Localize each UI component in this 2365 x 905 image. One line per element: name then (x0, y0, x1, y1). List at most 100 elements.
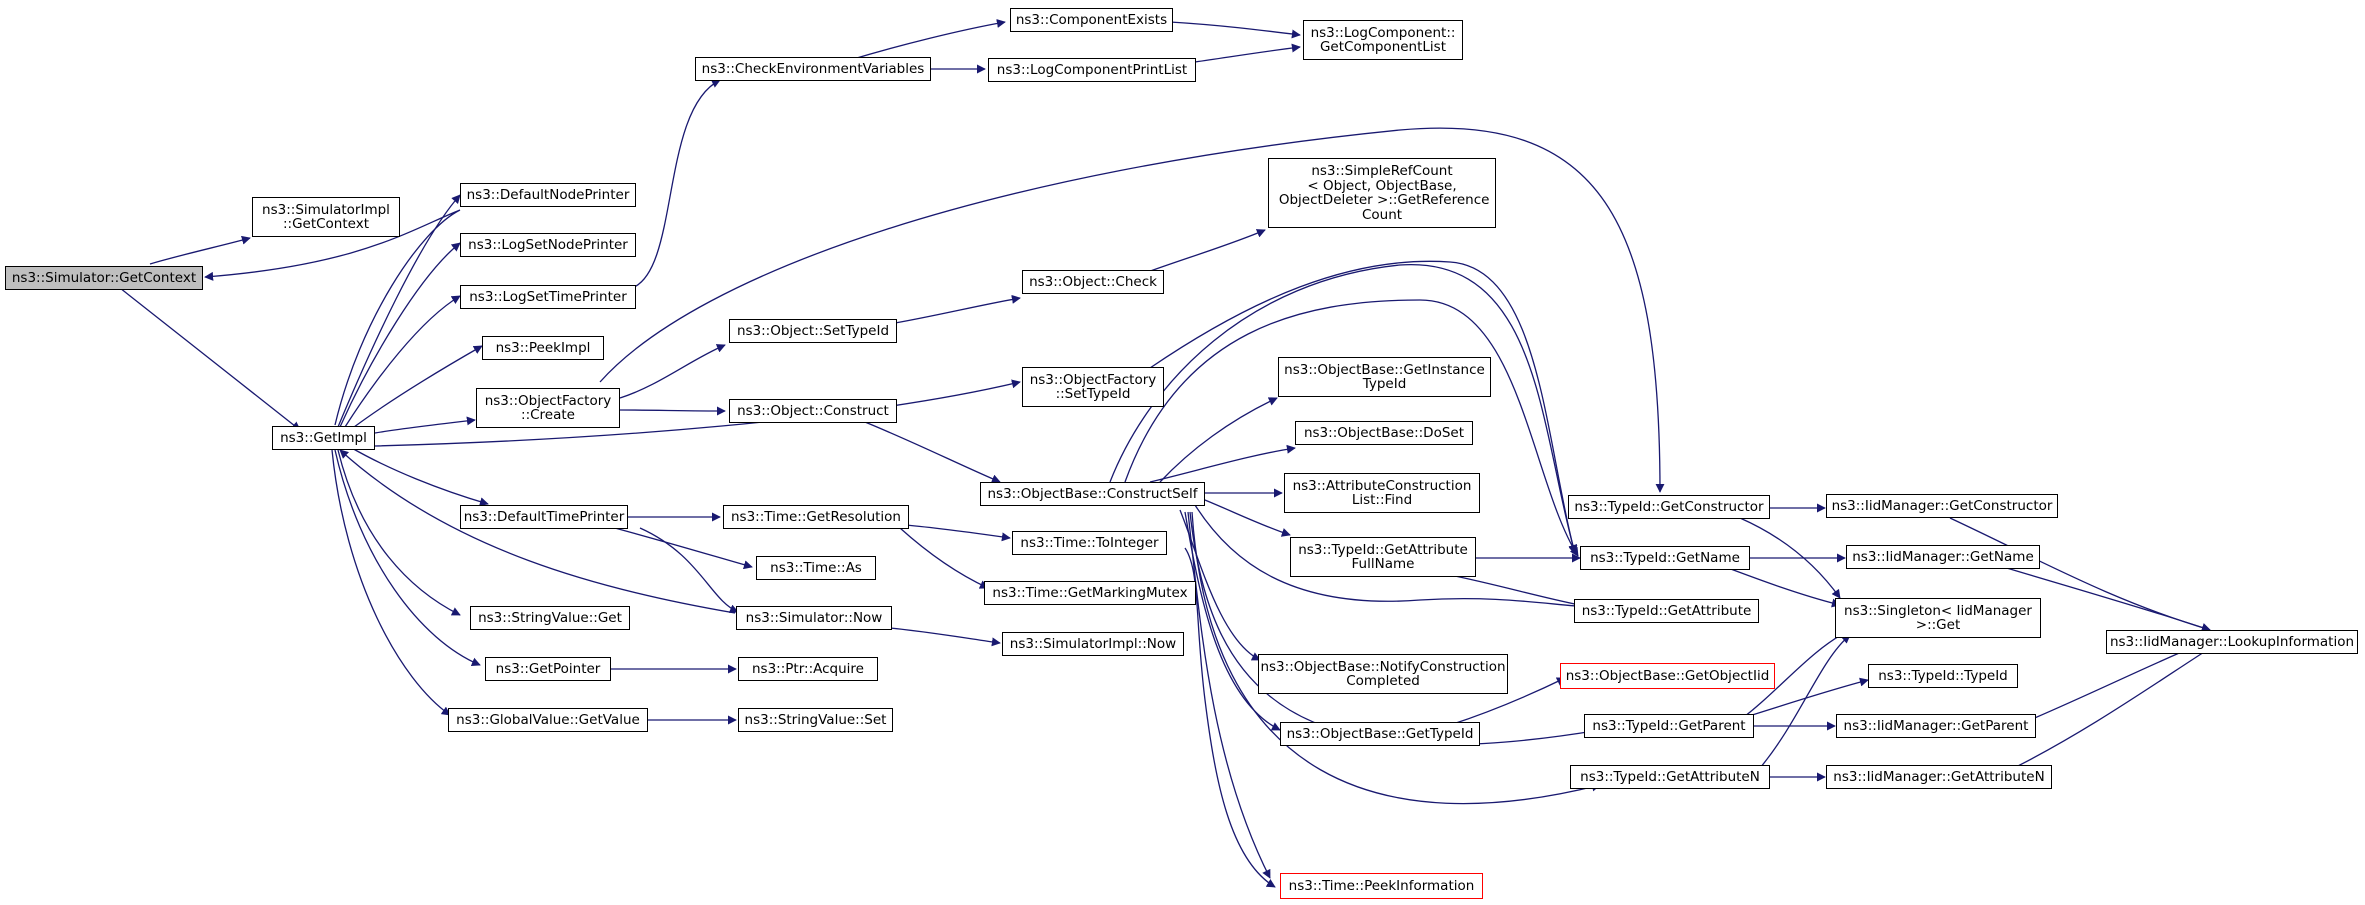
node-attribute-construction-list-find[interactable]: ns3::AttributeConstruction List::Find (1284, 473, 1480, 513)
edge-getimpl-objectfactorysettypeid (374, 379, 1021, 447)
edge-dtp-timeas (599, 523, 753, 570)
node-type-id-get-attribute-n[interactable]: ns3::TypeId::GetAttributeN (1570, 765, 1770, 789)
node-log-set-time-printer[interactable]: ns3::LogSetTimePrinter (460, 285, 636, 309)
node-string-value-set[interactable]: ns3::StringValue::Set (738, 708, 893, 732)
edge-cs-notify (1179, 509, 1261, 661)
edge-getimpl-getpointer (334, 449, 481, 667)
edge-getresolution-tointeger (904, 524, 1011, 542)
node-object-base-get-object-iid[interactable]: ns3::ObjectBase::GetObjectIid (1560, 663, 1775, 689)
node-default-time-printer[interactable]: ns3::DefaultTimePrinter (460, 505, 628, 529)
edge-construct-constructself (859, 419, 1001, 483)
node-simulator-impl-now[interactable]: ns3::SimulatorImpl::Now (1002, 632, 1184, 656)
edge-componentexists-getlist (1169, 21, 1301, 39)
node-type-id-get-attribute[interactable]: ns3::TypeId::GetAttribute (1574, 599, 1759, 623)
edge-fullname-getattribute (1449, 574, 1591, 611)
node-ptr-acquire[interactable]: ns3::Ptr::Acquire (738, 657, 878, 681)
edge-printlist-getlist (1194, 43, 1301, 63)
node-simulator-now[interactable]: ns3::Simulator::Now (736, 606, 892, 630)
node-type-id-get-name[interactable]: ns3::TypeId::GetName (1580, 546, 1750, 570)
node-object-set-type-id[interactable]: ns3::Object::SetTypeId (729, 319, 897, 343)
node-type-id-get-parent[interactable]: ns3::TypeId::GetParent (1584, 714, 1754, 738)
node-iid-manager-get-attribute-n[interactable]: ns3::IidManager::GetAttributeN (1826, 765, 2052, 789)
node-time-peek-information[interactable]: ns3::Time::PeekInformation (1280, 873, 1483, 899)
node-simulator-impl-get-context[interactable]: ns3::SimulatorImpl ::GetContext (252, 197, 400, 237)
node-type-id-type-id[interactable]: ns3::TypeId::TypeId (1868, 664, 2018, 688)
edge-getimpl-stringvalueget (337, 449, 461, 616)
edge-logsettimeprinter-checkenv (631, 79, 721, 289)
node-iid-manager-lookup-information[interactable]: ns3::IidManager::LookupInformation (2106, 630, 2358, 654)
edge-ofsettypeid-getname (1149, 260, 1578, 555)
node-get-pointer[interactable]: ns3::GetPointer (485, 657, 611, 681)
edge-checkenv-componentexists (849, 18, 1006, 61)
node-time-get-marking-mutex[interactable]: ns3::Time::GetMarkingMutex (984, 581, 1196, 605)
node-object-base-get-instance-type-id[interactable]: ns3::ObjectBase::GetInstance TypeId (1278, 357, 1491, 397)
node-default-node-printer[interactable]: ns3::DefaultNodePrinter (460, 183, 636, 207)
node-get-impl[interactable]: ns3::GetImpl (272, 426, 375, 450)
node-time-get-resolution[interactable]: ns3::Time::GetResolution (723, 505, 909, 529)
node-iid-manager-get-parent[interactable]: ns3::IidManager::GetParent (1836, 714, 2036, 738)
edge-simulatornow-getimpl (339, 449, 736, 614)
edge-cs-attrfullname (1199, 497, 1291, 537)
edge-create-getconstructor (599, 127, 1665, 493)
node-object-factory-set-type-id[interactable]: ns3::ObjectFactory ::SetTypeId (1022, 367, 1164, 407)
edge-tointeger-peekinfo (1184, 547, 1276, 888)
edge-gettypeid-getobjectiid (1449, 677, 1566, 726)
edge-getimpl-logsetnodeprinter (339, 242, 461, 428)
node-type-id-get-constructor[interactable]: ns3::TypeId::GetConstructor (1568, 495, 1770, 519)
edge-cs-gettypeid (1184, 511, 1281, 731)
node-type-id-get-attribute-full-name[interactable]: ns3::TypeId::GetAttribute FullName (1290, 537, 1476, 577)
edge-create-construct (619, 406, 726, 416)
node-simulator-get-context: ns3::Simulator::GetContext (5, 266, 203, 290)
edge-cs-getname-lower (1124, 299, 1579, 557)
edge-getconstructor-singleton (1739, 517, 1841, 599)
edge-cs-getattribute (1194, 504, 1591, 612)
edge-getimpl-globalvalue (331, 449, 451, 716)
edge-check-simplerefcount (1144, 229, 1266, 274)
edge-getattributen-singleton (1759, 634, 1851, 769)
edge-cs-peekinfo (1187, 511, 1271, 879)
node-check-environment-variables[interactable]: ns3::CheckEnvironmentVariables (695, 57, 931, 81)
edge-settypeid-check (894, 294, 1021, 324)
edge-getimpl-defaultnodeprinter (337, 194, 461, 428)
node-singleton-iid-manager-get[interactable]: ns3::Singleton< IidManager >::Get (1835, 598, 2041, 638)
node-object-base-construct-self[interactable]: ns3::ObjectBase::ConstructSelf (980, 482, 1205, 506)
node-object-base-do-set[interactable]: ns3::ObjectBase::DoSet (1295, 421, 1473, 445)
edge-getimpl-defaulttimeprinter (349, 446, 489, 507)
node-iid-manager-get-name[interactable]: ns3::IidManager::GetName (1846, 545, 2040, 569)
edge-getimpl-logsettimeprinter (344, 295, 461, 428)
node-simple-ref-count-get-reference-count[interactable]: ns3::SimpleRefCount < Object, ObjectBase… (1268, 158, 1496, 228)
node-object-base-get-type-id[interactable]: ns3::ObjectBase::GetTypeId (1280, 722, 1480, 746)
edge-cs-getattributen (1191, 511, 1601, 805)
edge-cs-doset (1149, 444, 1296, 483)
edge-simnow-simimplnow (889, 627, 1001, 647)
edge-cs-getinstancetypeid (1159, 397, 1278, 483)
node-time-as[interactable]: ns3::Time::As (756, 556, 876, 580)
node-log-component-get-component-list[interactable]: ns3::LogComponent:: GetComponentList (1303, 20, 1463, 60)
edge-getimpl-peekimpl (349, 345, 483, 431)
node-component-exists[interactable]: ns3::ComponentExists (1010, 8, 1173, 32)
node-object-check[interactable]: ns3::Object::Check (1022, 270, 1164, 294)
node-object-base-notify-construction-completed[interactable]: ns3::ObjectBase::NotifyConstruction Comp… (1258, 654, 1508, 694)
edge-create-settypeid (619, 344, 726, 399)
node-object-factory-create[interactable]: ns3::ObjectFactory ::Create (476, 388, 620, 428)
edge-cs-getname-upper (1109, 264, 1578, 554)
edge-getimpl-getcontext (204, 209, 461, 426)
node-peek-impl[interactable]: ns3::PeekImpl (482, 336, 604, 360)
node-log-set-node-printer[interactable]: ns3::LogSetNodePrinter (460, 233, 636, 257)
node-object-construct[interactable]: ns3::Object::Construct (729, 399, 897, 423)
edge-iidattrn-lookup (2009, 644, 2216, 771)
edge-getparent-typeid (1751, 677, 1869, 716)
node-string-value-get[interactable]: ns3::StringValue::Get (470, 606, 630, 630)
node-global-value-get-value[interactable]: ns3::GlobalValue::GetValue (448, 708, 648, 732)
node-log-component-print-list[interactable]: ns3::LogComponentPrintList (988, 58, 1196, 82)
edge-dtp-simnow (639, 527, 739, 613)
edge-getcontext-simimpl (149, 235, 251, 265)
node-iid-manager-get-constructor[interactable]: ns3::IidManager::GetConstructor (1826, 494, 2058, 518)
edge-getcontext-getimpl (119, 287, 301, 431)
edge-getresolution-marking (899, 527, 989, 589)
node-time-to-integer[interactable]: ns3::Time::ToInteger (1012, 531, 1167, 555)
edge-getimpl-objectfactorycreate (374, 416, 476, 434)
edge-iidname-lookup (1999, 565, 2211, 632)
